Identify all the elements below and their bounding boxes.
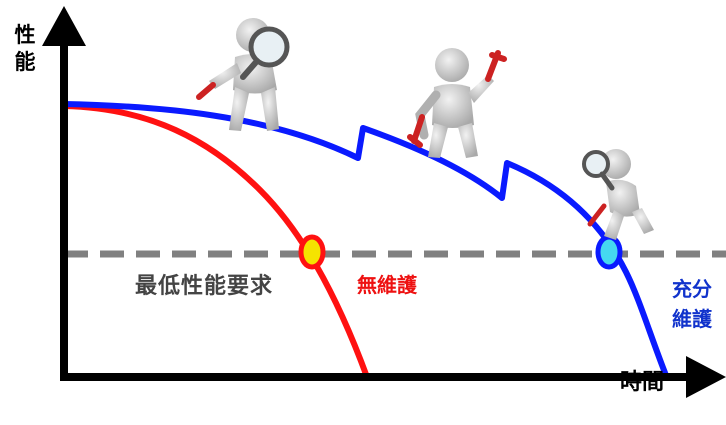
full-maintenance-curve: [61, 101, 670, 381]
full-maintenance-label: 充分 維護: [672, 277, 712, 331]
y-axis-arrow: [42, 6, 86, 46]
no-maintenance-curve: [61, 103, 370, 380]
inspector-magnifier-icon: [196, 18, 290, 131]
no-maintenance-label: 無維護: [357, 273, 417, 297]
no-maintenance-failure-marker: [298, 234, 326, 270]
x-axis-arrow: [686, 356, 726, 398]
full-maintenance-failure-marker: [595, 234, 623, 270]
x-axis-label: 時間: [620, 370, 665, 395]
repairman-wrench-icon: [407, 48, 507, 158]
threshold-label: 最低性能要求: [135, 274, 274, 299]
y-axis-label: 性 能: [14, 23, 36, 74]
inspector-kneeling-icon: [582, 149, 654, 240]
